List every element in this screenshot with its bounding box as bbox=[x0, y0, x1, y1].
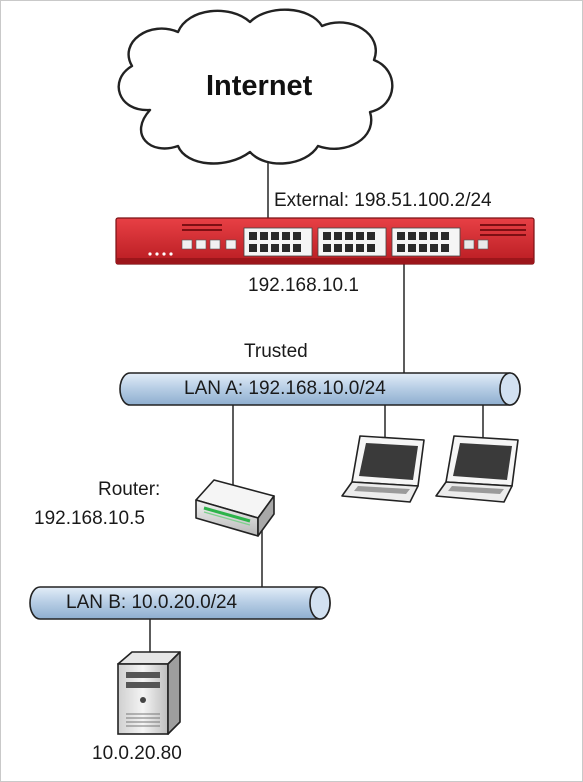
trusted-zone-label: Trusted bbox=[244, 341, 308, 362]
router-label: Router: bbox=[98, 479, 161, 500]
router-ip-label: 192.168.10.5 bbox=[34, 508, 145, 529]
firewall-appliance-icon bbox=[115, 217, 535, 265]
link-lines bbox=[149, 158, 484, 655]
lan-b-pipe bbox=[29, 586, 331, 620]
laptop-icon bbox=[341, 435, 425, 503]
server-icon bbox=[117, 651, 181, 735]
internet-label: Internet bbox=[206, 70, 313, 102]
laptop-icon bbox=[435, 435, 519, 503]
cloud-icon bbox=[117, 8, 394, 165]
lan-a-pipe bbox=[119, 372, 521, 406]
firewall-external-label: External: 198.51.100.2/24 bbox=[274, 190, 492, 211]
router-icon bbox=[195, 479, 275, 537]
lan-b-label: LAN B: 10.0.20.0/24 bbox=[66, 592, 238, 613]
firewall-internal-ip-label: 192.168.10.1 bbox=[248, 275, 359, 296]
lan-a-label: LAN A: 192.168.10.0/24 bbox=[184, 378, 386, 399]
server-ip-label: 10.0.20.80 bbox=[92, 743, 182, 764]
